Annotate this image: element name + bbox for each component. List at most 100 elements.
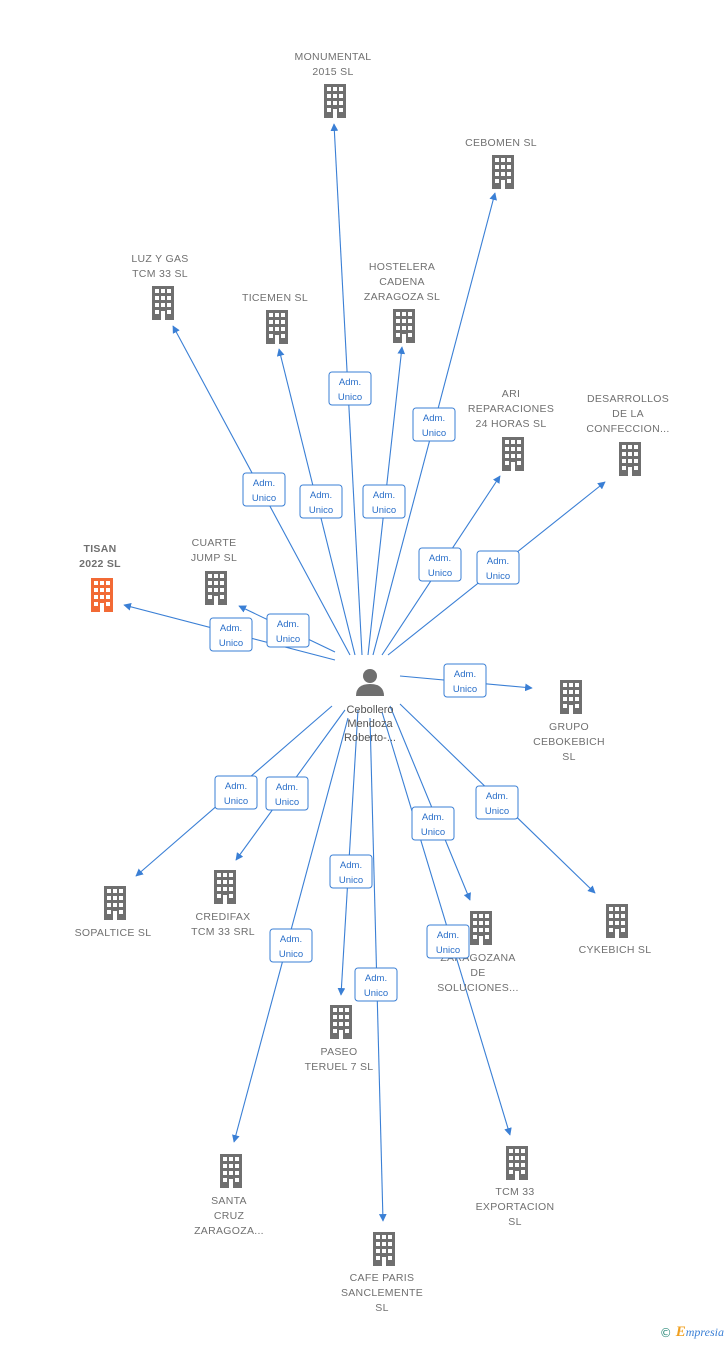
company-name-line: REPARACIONES: [468, 403, 554, 415]
company-node-ticemen[interactable]: TICEMEN SL: [242, 292, 308, 344]
company-node-sopaltice[interactable]: SOPALTICE SL: [75, 886, 152, 939]
building-icon: [492, 155, 514, 189]
company-name-line: TCM 33 SL: [132, 268, 188, 280]
relation-label-text: Unico: [485, 806, 509, 817]
relation-label-text: Unico: [275, 797, 299, 808]
relation-label-ticemen: Adm.Unico: [299, 484, 343, 519]
relation-label-box: [411, 806, 455, 841]
building-icon: [373, 1232, 395, 1266]
company-node-cykebich[interactable]: CYKEBICH SL: [579, 904, 652, 956]
company-name-line: DE: [470, 967, 485, 979]
relation-label-text: Adm.: [454, 669, 476, 680]
company-name-line: ARI: [502, 388, 520, 400]
company-name-line: SL: [375, 1302, 388, 1314]
brand-initial: E: [675, 1324, 686, 1340]
company-name-line: GRUPO: [549, 721, 589, 733]
company-node-credifax[interactable]: CREDIFAX TCM 33 SRL: [191, 870, 255, 938]
company-node-luz-y-gas[interactable]: LUZ Y GAS TCM 33 SL: [131, 253, 188, 320]
relation-label-text: Unico: [224, 796, 248, 807]
relation-label-text: Unico: [372, 505, 396, 516]
relation-label-text: Unico: [453, 684, 477, 695]
company-name-line: EXPORTACION: [476, 1201, 555, 1213]
company-name-line: CONFECCION...: [586, 423, 669, 435]
relation-label-text: Unico: [276, 634, 300, 645]
relation-label-monumental: Adm. Unico: [328, 371, 372, 406]
company-name-line: TISAN: [84, 543, 117, 555]
relation-label-text: Unico: [339, 875, 363, 886]
relation-label-grupo: Adm. Unico: [443, 663, 487, 698]
relation-label-zaragozana: Adm.Unico: [411, 806, 455, 841]
company-name-line: CYKEBICH SL: [579, 944, 652, 956]
relation-label-text: Unico: [486, 571, 510, 582]
company-name-line: CREDIFAX: [196, 911, 251, 923]
relation-label-text: Unico: [219, 638, 243, 649]
company-name-line: CAFE PARIS: [350, 1272, 415, 1284]
company-name-line: SOPALTICE SL: [75, 927, 152, 939]
building-icon: [606, 904, 628, 938]
building-icon: [152, 286, 174, 320]
relation-label-text: Adm.: [220, 623, 242, 634]
relation-label-text: Adm.: [486, 791, 508, 802]
relation-label-box: [328, 371, 372, 406]
relation-label-box: [242, 472, 286, 507]
center-name-line-1: Cebollero: [346, 704, 393, 716]
relation-label-box: [412, 407, 456, 442]
company-name-line: SANTA: [211, 1195, 247, 1207]
center-name-line-2: Mendoza: [347, 718, 393, 730]
relation-label-credifax: Adm.Unico: [265, 776, 309, 811]
relation-label-text: Unico: [338, 392, 362, 403]
center-person-node[interactable]: Cebollero Mendoza Roberto-...: [344, 669, 396, 744]
relation-label-text: Adm.: [422, 812, 444, 823]
building-icon: [330, 1005, 352, 1039]
building-icon: [470, 911, 492, 945]
relation-label-text: Adm.: [277, 619, 299, 630]
building-icon: [220, 1154, 242, 1188]
relation-label-box: [214, 775, 258, 810]
company-name-line: DE LA: [612, 408, 644, 420]
company-name-line: SOLUCIONES...: [437, 982, 519, 994]
brand-name: mpresia: [685, 1325, 724, 1339]
company-name-line: TCM 33: [495, 1186, 534, 1198]
edge-tcm33-exp: [381, 711, 512, 1136]
company-name-line: HOSTELERA: [369, 261, 435, 273]
relation-label-box: [426, 924, 470, 959]
relation-label-text: Adm.: [253, 478, 275, 489]
relation-label-text: Unico: [279, 949, 303, 960]
company-node-santa-cruz[interactable]: SANTACRUZZARAGOZA...: [194, 1154, 264, 1237]
relation-label-paseo: Adm.Unico: [329, 854, 373, 889]
relation-label-text: Unico: [436, 945, 460, 956]
relation-label-text: Adm.: [373, 490, 395, 501]
company-name-line: TCM 33 SRL: [191, 926, 255, 938]
building-icon: [91, 578, 113, 612]
footer-brand: © Empresia: [660, 1324, 724, 1341]
center-name-line-3: Roberto-...: [344, 732, 396, 744]
relation-label-ari: Adm.Unico: [418, 547, 462, 582]
company-name-line: LUZ Y GAS: [131, 253, 188, 265]
copyright-symbol: ©: [659, 1325, 672, 1340]
relation-label-text: Unico: [364, 988, 388, 999]
relation-label-text: Adm.: [339, 377, 361, 388]
relation-label-desarrollos: Adm.Unico: [476, 550, 520, 585]
company-name-line: SL: [562, 751, 575, 763]
relation-label-box: [354, 967, 398, 1002]
relation-label-tisan: Adm. Unico: [209, 617, 253, 652]
relation-label-box: [269, 928, 313, 963]
relation-label-text: Adm.: [423, 413, 445, 424]
company-name-line: CADENA: [379, 276, 425, 288]
company-node-cebomen[interactable]: CEBOMEN SL: [465, 137, 537, 189]
building-icon: [619, 442, 641, 476]
company-name-line: ZARAGOZA...: [194, 1225, 264, 1237]
building-icon: [205, 571, 227, 605]
relation-label-cuarte: Adm. Unico: [266, 613, 310, 648]
relation-label-box: [476, 550, 520, 585]
